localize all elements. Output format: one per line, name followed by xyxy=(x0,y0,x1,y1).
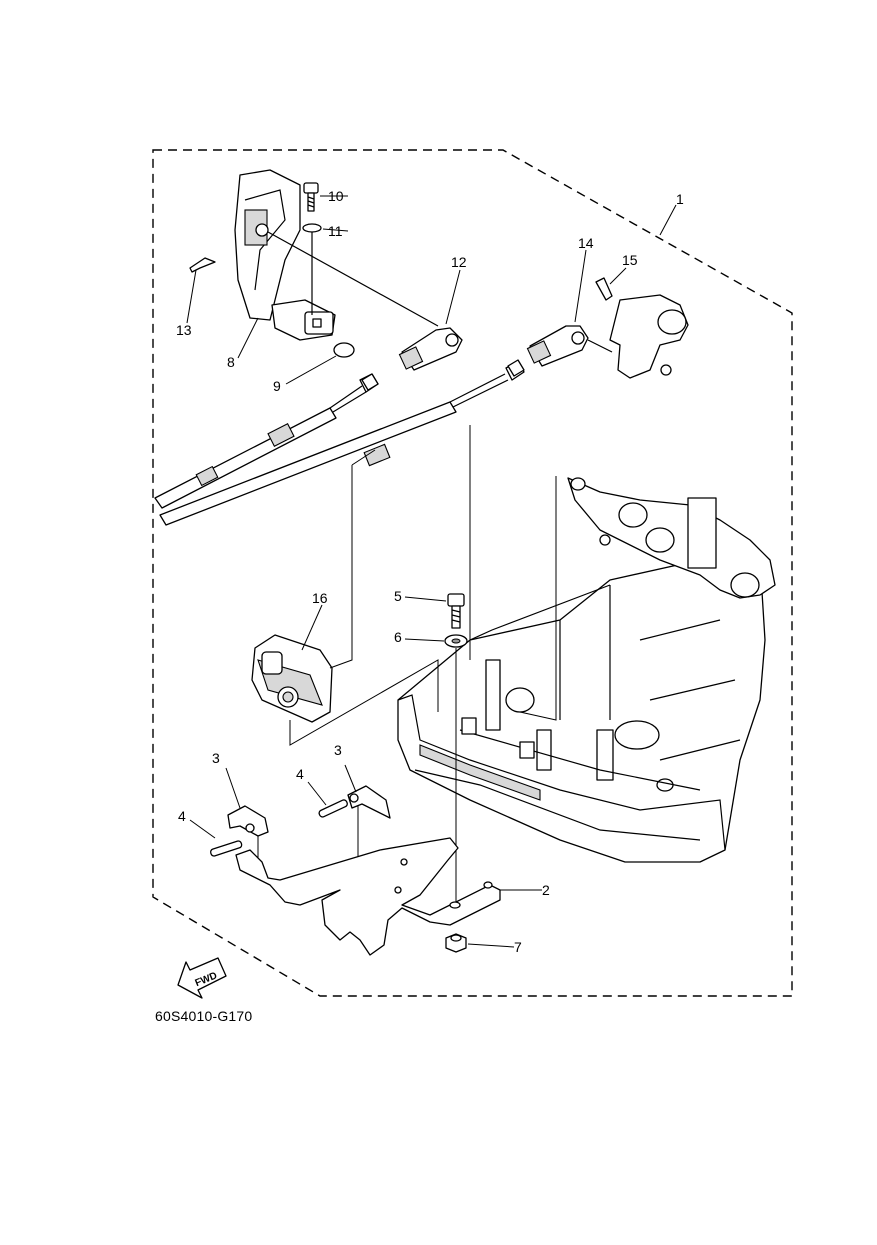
part-3-clip-right xyxy=(347,785,391,819)
diagram-code: 60S4010-G170 xyxy=(155,1008,253,1024)
part-4-pin-left xyxy=(209,840,243,857)
part-14-cable-joint xyxy=(526,325,589,367)
callout-4-right: 4 xyxy=(296,766,304,782)
nut-right xyxy=(507,359,525,377)
callout-5: 5 xyxy=(394,588,402,604)
part-3-clip-left xyxy=(227,805,269,837)
part-16-grommet xyxy=(251,634,333,723)
part-12-cable-joint xyxy=(398,327,463,371)
part-11-washer xyxy=(302,223,322,233)
callout-labels: 1 2 3 3 4 4 5 6 7 8 9 10 11 12 13 14 15 … xyxy=(176,188,684,955)
fwd-arrow-icon: FWD xyxy=(177,957,227,999)
leader-lines xyxy=(186,195,677,948)
part-8-shift-lever xyxy=(234,169,439,341)
callout-14: 14 xyxy=(578,235,594,251)
callout-11: 11 xyxy=(328,223,343,239)
callout-13: 13 xyxy=(176,322,192,338)
throttle-cable xyxy=(159,361,525,526)
callout-6: 6 xyxy=(394,629,402,645)
callout-16: 16 xyxy=(312,590,328,606)
callout-3-left: 3 xyxy=(212,750,220,766)
part-5-bolt xyxy=(447,593,465,629)
callout-1: 1 xyxy=(676,191,684,207)
part-7-nut xyxy=(445,933,467,953)
throttle-lever-bracket xyxy=(587,294,689,379)
callout-8: 8 xyxy=(227,354,235,370)
lower-cowling xyxy=(397,559,766,863)
callout-15: 15 xyxy=(622,252,638,268)
part-2-bracket xyxy=(235,837,501,956)
callout-2: 2 xyxy=(542,882,550,898)
shift-cable xyxy=(154,373,379,509)
part-9-o-ring xyxy=(333,342,355,358)
callout-12: 12 xyxy=(451,254,467,270)
part-13-clip xyxy=(189,257,216,273)
part-4-pin-right xyxy=(318,799,348,818)
nut-left xyxy=(361,373,379,391)
part-15-clip xyxy=(595,277,613,301)
callout-4-left: 4 xyxy=(178,808,186,824)
part-10-bolt xyxy=(303,182,319,212)
callout-9: 9 xyxy=(273,378,281,394)
callout-10: 10 xyxy=(328,188,344,204)
engine-shift-linkage xyxy=(567,477,776,599)
assembly-boundary xyxy=(152,149,793,997)
callout-7: 7 xyxy=(514,939,522,955)
callout-3-right: 3 xyxy=(334,742,342,758)
